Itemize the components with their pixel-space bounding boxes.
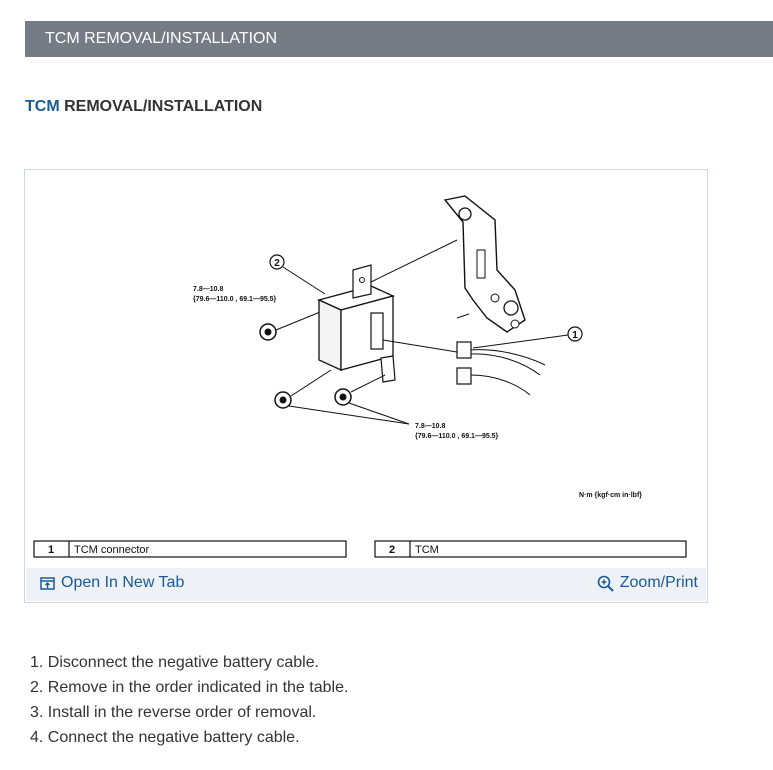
torque-bottom-line2: {79.6—110.0 , 69.1—95.5} (415, 433, 499, 440)
figure-toolbar: Open In New Tab Zoom/Print (26, 568, 706, 601)
page-header-title: TCM REMOVAL/INSTALLATION (45, 30, 278, 47)
legend-1-label: TCM connector (74, 544, 150, 556)
torque-leader-a (288, 405, 410, 425)
nut-bottom-right (334, 388, 352, 406)
section-title: TCM REMOVAL/INSTALLATION (25, 98, 262, 116)
step-item: 3. Install in the reverse order of remov… (30, 704, 317, 721)
legend-2-num: 2 (389, 544, 395, 556)
tcm-module (317, 264, 396, 383)
tcm-connector-part (456, 341, 546, 396)
legend-1-num: 1 (48, 544, 54, 556)
bolt-line-top (275, 309, 326, 331)
leader-1 (472, 334, 569, 349)
step-item: 2. Remove in the order indicated in the … (30, 679, 349, 696)
procedure-steps: 1. Disconnect the negative battery cable… (30, 653, 348, 753)
zoom-icon (597, 575, 614, 592)
legend-item-2: 2 TCM (374, 540, 687, 558)
step-item: 4. Connect the negative battery cable. (30, 729, 300, 746)
mount-line-top (370, 239, 458, 283)
mounting-bracket (443, 195, 526, 333)
torque-top-line2: {79.6—110.0 , 69.1—95.5} (193, 296, 277, 303)
open-new-tab-link[interactable]: Open In New Tab (40, 574, 184, 592)
zoom-print-link[interactable]: Zoom/Print (597, 574, 698, 592)
connector-line (382, 339, 458, 353)
bolt-line-bottom-left (290, 369, 332, 397)
zoom-print-label: Zoom/Print (619, 574, 698, 591)
section-title-highlight[interactable]: TCM (25, 98, 60, 115)
tcm-diagram: 2 7.8—10.8 {79.6—110.0 , 69.1—95.5} (33, 195, 687, 558)
bolt-line-bottom-right (350, 374, 386, 393)
torque-leader-b (348, 402, 410, 425)
nut-top-left (259, 323, 277, 341)
callout-2-text: 2 (274, 258, 280, 269)
torque-bottom-line1: 7.8—10.8 (415, 423, 445, 430)
torque-top-line1: 7.8—10.8 (193, 286, 223, 293)
callout-circle-1 (567, 326, 583, 342)
leader-2 (282, 266, 326, 295)
open-new-tab-icon (40, 576, 55, 590)
step-item: 1. Disconnect the negative battery cable… (30, 654, 320, 671)
unit-note: N·m {kgf·cm in·lbf} (579, 492, 642, 499)
nut-bottom-left (274, 391, 292, 409)
open-new-tab-label: Open In New Tab (61, 574, 185, 591)
callout-circle-2 (269, 254, 285, 270)
callout-1-text: 1 (572, 330, 578, 341)
legend-item-1: 1 TCM connector (33, 540, 347, 558)
section-title-rest: REMOVAL/INSTALLATION (59, 98, 263, 115)
page-header-bar: TCM REMOVAL/INSTALLATION (25, 21, 773, 57)
diagram-figure: 2 7.8—10.8 {79.6—110.0 , 69.1—95.5} (24, 169, 708, 603)
legend-2-label: TCM (415, 544, 439, 556)
